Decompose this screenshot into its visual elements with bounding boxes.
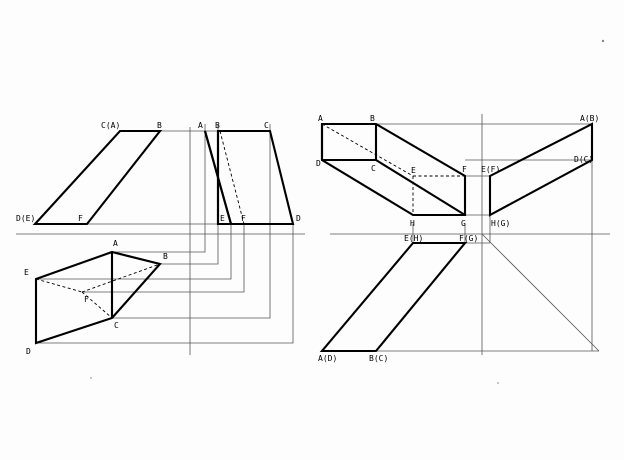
scan-specks [90,39,605,384]
label-top-a: A [113,239,118,248]
left-side-view [203,129,295,226]
label-rf-d: D [316,159,321,168]
label-side-c: C [264,121,269,130]
label-rf-g: G [461,219,466,228]
label-rs-hg: H(G) [491,219,510,228]
label-rf-f: F [462,165,467,174]
label-front-ca: C(A) [101,121,120,130]
label-rf-e: E [411,166,416,175]
label-side-d: D [296,214,301,223]
label-top-e: E [24,268,29,277]
right-labels: A B D C E F H G A(B) D(C) E(F) H(G) E(H)… [316,114,599,363]
left-labels: C(A) B D(E) F A B C E F D A B E F C D [16,121,301,356]
label-rf-b: B [370,114,375,123]
label-rs-dc: D(C) [574,155,593,164]
right-drawing: A B D C E F H G A(B) D(C) E(F) H(G) E(H)… [316,114,610,363]
label-top-b: B [163,252,168,261]
label-rt-ad: A(D) [318,354,337,363]
label-rt-fg: F(G) [459,234,478,243]
label-top-d: D [26,347,31,356]
label-rs-ef: E(F) [481,165,500,174]
label-rs-ab: A(B) [580,114,599,123]
left-drawing: C(A) B D(E) F A B C E F D A B E F C D [16,121,305,356]
right-front-view [320,122,467,217]
left-top-view [34,250,162,345]
label-side-a: A [198,121,203,130]
left-projection-lines [35,124,294,344]
label-front-de: D(E) [16,214,35,223]
label-top-f: F [84,295,89,304]
right-top-view [319,241,468,353]
label-rt-eh: E(H) [404,234,423,243]
label-front-b: B [157,121,162,130]
label-rt-bc: B(C) [369,354,388,363]
right-side-view [488,122,594,217]
label-rf-h: H [410,219,415,228]
left-front-view [32,129,163,226]
label-side-f: F [241,214,246,223]
label-rf-c: C [371,164,376,173]
label-side-e: E [220,214,225,223]
label-rf-a: A [318,114,323,123]
right-projection-lines [322,123,600,352]
label-top-c: C [114,321,119,330]
label-side-b: B [215,121,220,130]
label-front-f: F [78,214,83,223]
